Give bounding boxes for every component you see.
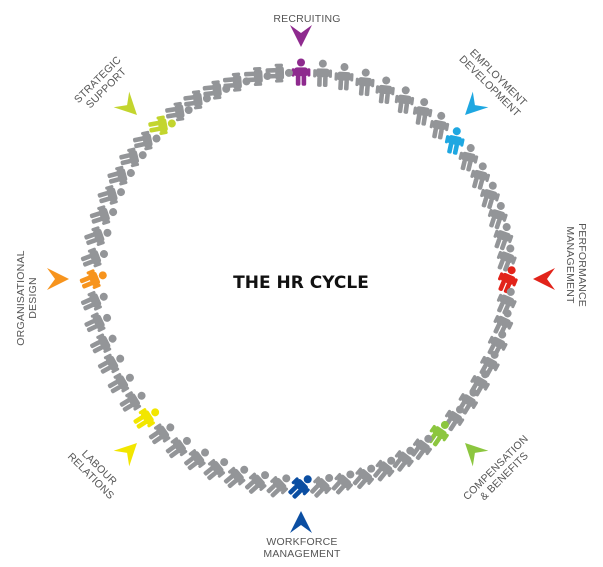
person-icon [456, 141, 481, 173]
arrow-icon-workforce-management [290, 511, 312, 533]
person-icon [78, 243, 112, 272]
stage-label-performance-management: PERFORMANCEMANAGEMENT [564, 223, 588, 307]
arrow-icon-recruiting [290, 25, 312, 47]
arrow-icon-performance-management [533, 268, 555, 290]
stage-label-line: DESIGN [27, 277, 39, 318]
stage-label-line: RECRUITING [273, 13, 340, 25]
cycle-title: THE HR CYCLE [233, 273, 369, 293]
person-icon [95, 181, 128, 208]
person-icon [95, 348, 129, 379]
stage-label-recruiting: RECRUITING [273, 13, 340, 25]
stage-label-line: WORKFORCE [266, 536, 337, 548]
person-icon [333, 62, 355, 91]
stage-label-organisational-design: ORGANISATIONALDESIGN [15, 250, 39, 345]
stage-label-line: MANAGEMENT [263, 548, 341, 560]
person-icon-workforce-management [284, 469, 318, 503]
person-icon [82, 222, 115, 250]
person-icon [393, 85, 416, 115]
person-icon-organisational-design [77, 265, 111, 293]
person-icon [439, 401, 471, 435]
person-icon [81, 307, 115, 337]
person-icon [131, 128, 163, 153]
stage-label-labour-relations: LABOURRELATIONS [65, 442, 125, 502]
arrow-icon-labour-relations [113, 435, 145, 467]
arrow-icon-compensation-benefits [457, 435, 489, 467]
person-icon [88, 201, 120, 229]
stage-label-compensation-benefits: COMPENSATION& BENEFITS [461, 433, 539, 511]
arrow-icon-employment-development [457, 91, 489, 123]
stage-label-strategic-support: STRATEGICSUPPORT [72, 54, 132, 114]
person-icon [312, 59, 333, 88]
person-icon-recruiting [291, 58, 311, 86]
stage-label-line: MANAGEMENT [564, 226, 576, 304]
person-icon [374, 75, 396, 105]
stage-label-line: ORGANISATIONAL [15, 250, 27, 345]
person-icon [354, 67, 376, 97]
stage-label-line: PERFORMANCE [576, 223, 588, 307]
person-icon [78, 286, 112, 315]
person-icon [87, 328, 121, 358]
person-icon [105, 367, 139, 398]
arrow-icon-strategic-support [113, 91, 145, 123]
arrow-icon-organisational-design [47, 268, 69, 290]
